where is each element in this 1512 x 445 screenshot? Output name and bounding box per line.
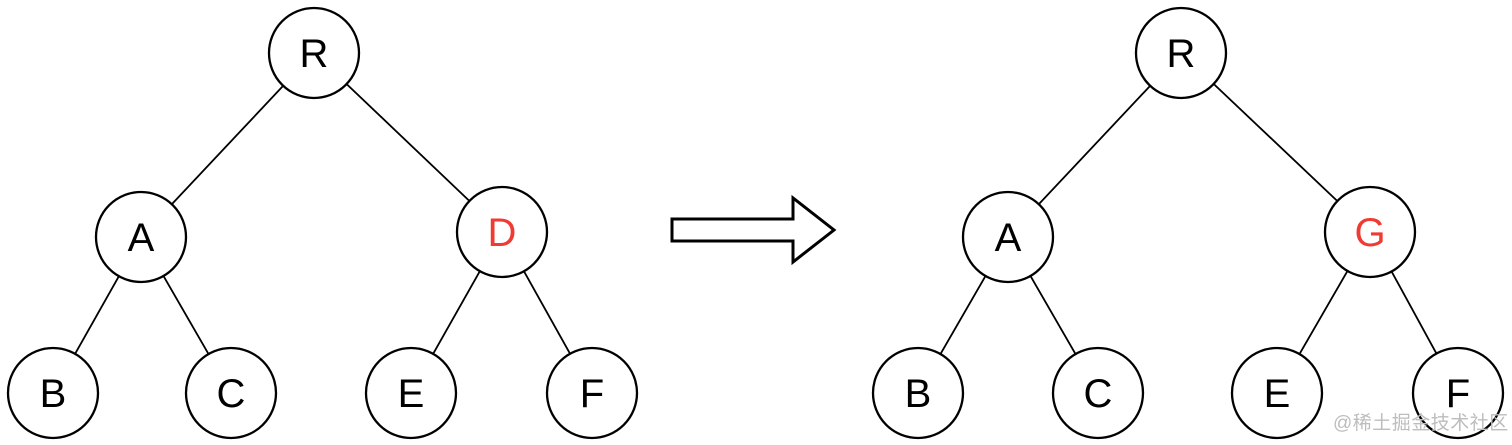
- tree-node-label-before-F: F: [580, 372, 604, 416]
- tree-node-label-after-C: C: [1084, 372, 1113, 416]
- tree-node-after-E: [1230, 346, 1324, 440]
- tree-before: R A D B C E F: [6, 6, 639, 440]
- tree-node-before-E: [364, 346, 458, 440]
- tree-node-label-after-F: F: [1446, 372, 1470, 416]
- tree-node-before-B: [6, 346, 100, 440]
- tree-node-before-R: [267, 6, 361, 100]
- tree-node-label-before-R: R: [300, 32, 329, 76]
- tree-node-after-G: [1323, 185, 1417, 279]
- tree-node-label-after-E: E: [1264, 372, 1291, 416]
- tree-node-before-A: [94, 190, 188, 284]
- tree-node-label-after-R: R: [1167, 32, 1196, 76]
- tree-node-after-R: [1134, 6, 1228, 100]
- tree-node-after-F: [1411, 346, 1505, 440]
- tree-node-label-before-D: D: [488, 211, 517, 255]
- tree-node-before-D: [455, 185, 549, 279]
- tree-node-label-after-B: B: [905, 372, 932, 416]
- tree-node-after-C: [1051, 346, 1145, 440]
- tree-node-label-before-C: C: [217, 372, 246, 416]
- tree-node-after-A: [961, 190, 1055, 284]
- tree-node-label-after-G: G: [1354, 211, 1385, 255]
- tree-after: R A G B C E F: [871, 6, 1505, 440]
- tree-node-label-before-A: A: [128, 216, 155, 260]
- tree-node-label-after-A: A: [995, 216, 1022, 260]
- tree-node-label-before-B: B: [40, 372, 67, 416]
- tree-node-label-before-E: E: [398, 372, 425, 416]
- tree-node-after-B: [871, 346, 965, 440]
- tree-node-before-F: [545, 346, 639, 440]
- tree-node-before-C: [184, 346, 278, 440]
- transform-arrow-icon: [670, 194, 837, 266]
